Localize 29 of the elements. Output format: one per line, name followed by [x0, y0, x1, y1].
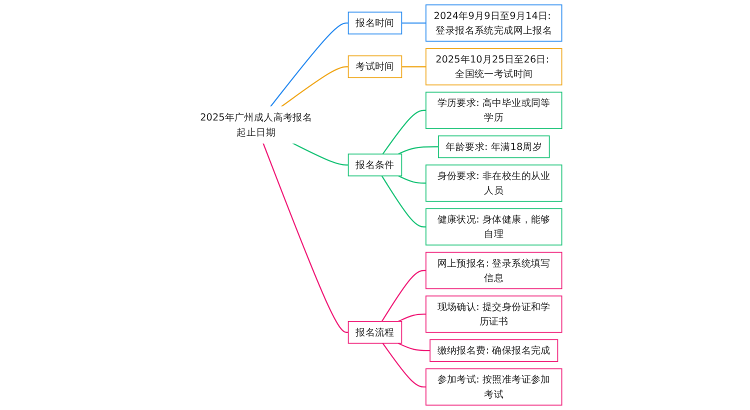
node-box: 2024年9月9日至9月14日: 登录报名系统完成网上报名: [426, 4, 562, 42]
node-box: 报名流程: [348, 321, 402, 344]
node-box: 现场确认: 提交身份证和学历证书: [426, 296, 562, 333]
connector: [262, 142, 348, 333]
node-box: 身份要求: 非在校生的从业人员: [426, 164, 562, 202]
connector: [398, 146, 438, 155]
node-box: 缴纳报名费: 确保报名完成: [430, 339, 558, 362]
connector: [402, 66, 426, 68]
connector: [382, 342, 426, 388]
connector: [292, 142, 348, 166]
connector: [381, 176, 426, 228]
node-box: 学历要求: 高中毕业或同等学历: [426, 92, 562, 130]
connector: [382, 110, 426, 154]
connector: [402, 22, 426, 24]
node-box: 报名时间: [348, 12, 402, 34]
node-box: 网上预报名: 登录系统填写信息: [426, 252, 562, 290]
node-box: 考试时间: [348, 55, 402, 78]
connector: [270, 22, 348, 108]
node-box: 健康状况: 身体健康，能够自理: [426, 208, 562, 246]
connector: [381, 270, 426, 322]
node-box: 年龄要求: 年满18周岁: [438, 135, 550, 158]
connector: [398, 342, 430, 352]
connector: [280, 66, 348, 108]
node-text: 2025年广州成人高考报名起止日期: [200, 112, 312, 138]
connector: [398, 314, 426, 322]
node-box: 参加考试: 按照准考证参加考试: [426, 368, 562, 406]
connector: [398, 175, 426, 184]
node-box: 2025年10月25日至26日: 全国统一考试时间: [426, 48, 562, 86]
node-box: 报名条件: [348, 154, 402, 176]
